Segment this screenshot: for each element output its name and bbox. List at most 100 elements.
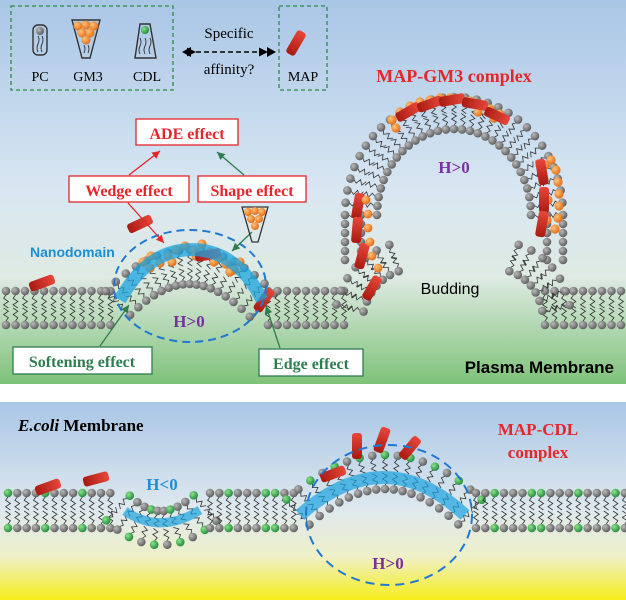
lipid-head [335, 498, 344, 507]
lipid-tail [459, 112, 467, 126]
lipid-head [282, 286, 292, 296]
lipid-head [481, 523, 490, 533]
lipid-head [383, 167, 392, 177]
lipid-head [213, 287, 223, 297]
lipid-tail [21, 307, 29, 322]
lipid-tail [321, 307, 329, 322]
gm3-head [553, 213, 563, 223]
lipid-head [616, 286, 626, 296]
lipid-head [511, 160, 521, 169]
lipid-head [583, 523, 592, 533]
lipid-head [31, 523, 41, 533]
lipid-head [380, 450, 390, 460]
lipid-head [481, 132, 490, 141]
lipid-head [40, 523, 50, 533]
lipid-head [559, 320, 569, 330]
lipid-head [78, 488, 87, 498]
lipid-tail [69, 496, 77, 511]
lipid-head [181, 497, 190, 507]
lipid-tail [283, 307, 291, 322]
lipid-head [346, 174, 355, 183]
lipid-tail [579, 294, 587, 309]
nanodomain-highlight [114, 243, 268, 304]
lipid-head [558, 219, 568, 229]
lipid-tail [206, 496, 214, 511]
lipid-head [113, 525, 122, 534]
lipid-head [535, 296, 544, 306]
lipid-tail [523, 138, 533, 150]
lipid-head [490, 523, 499, 533]
lipid-head [245, 312, 255, 322]
lipid-head [49, 286, 58, 296]
lipid-head [574, 488, 583, 498]
lipid-head [392, 153, 402, 162]
lipid-head [340, 210, 350, 220]
gm3-head [550, 224, 560, 234]
shape-to-domain-arrow [231, 231, 253, 252]
bottom-h-positive-label: H>0 [372, 554, 403, 573]
map-peptide [28, 274, 56, 292]
lipid-head [540, 320, 550, 330]
lipid-tail [32, 496, 40, 511]
lipid-tail [211, 272, 219, 285]
gm3-lipid-icon [71, 19, 101, 59]
map-peptide [461, 97, 489, 111]
lipid-head [68, 320, 77, 330]
lipid-tail [88, 510, 95, 525]
lipid-head [536, 488, 546, 498]
lipid-head [289, 523, 299, 533]
lipid-head [192, 280, 201, 289]
lipid-head [205, 523, 215, 533]
lipid-tail [598, 294, 606, 309]
softening-arrow [99, 304, 130, 347]
lipid-head [106, 488, 115, 498]
lipid-head [39, 286, 49, 296]
lipid-tail [370, 459, 377, 472]
lipid-head [473, 128, 483, 138]
lipid-head [141, 296, 151, 305]
lipid-head [39, 320, 49, 330]
lipid-tail [560, 307, 568, 322]
lipid-tail [519, 510, 526, 525]
lipid-tail [14, 510, 21, 525]
lipid-tail [388, 248, 398, 260]
lipid-tail [546, 279, 557, 289]
gm3-head [554, 189, 564, 199]
lipid-head [398, 146, 407, 156]
lipid-tail [163, 528, 170, 541]
map-peptide [351, 216, 363, 244]
lipid-head [224, 523, 233, 533]
lipid-head [320, 320, 330, 330]
lipid-tail [494, 125, 502, 138]
wedge-to-domain-arrow [127, 202, 165, 244]
map-peptide [395, 102, 421, 122]
map-peptide [535, 210, 549, 238]
lipid-tail [551, 290, 563, 300]
lipid-tail [183, 523, 193, 534]
lipid-head [252, 523, 261, 533]
lipid-tail [42, 510, 49, 525]
lipid-tail [621, 496, 626, 510]
map-cdl-label-line1: MAP-CDL [498, 420, 578, 439]
lipid-head [20, 320, 30, 330]
lipid-tail [364, 181, 378, 189]
lipid-head [282, 320, 292, 330]
lipid-head [22, 523, 31, 533]
map-peptide [535, 158, 549, 186]
lipid-head [96, 523, 106, 533]
lipid-head [513, 115, 523, 124]
lipid-tail [579, 307, 587, 322]
lipid-head [373, 201, 382, 211]
lipid-tail [40, 307, 48, 322]
lipid-tail [584, 496, 591, 511]
lipid-head [78, 523, 87, 533]
lipid-head [342, 457, 352, 466]
h-negative-label: H<0 [146, 475, 177, 494]
lipid-tail [2, 294, 10, 309]
lipid-tail [377, 253, 387, 264]
lipid-tail [79, 496, 86, 511]
lipid-head [592, 523, 602, 533]
lipid-head [229, 297, 238, 307]
ecoli-membrane-label: E.coli Membrane [17, 416, 144, 435]
lipid-tail [346, 465, 355, 477]
